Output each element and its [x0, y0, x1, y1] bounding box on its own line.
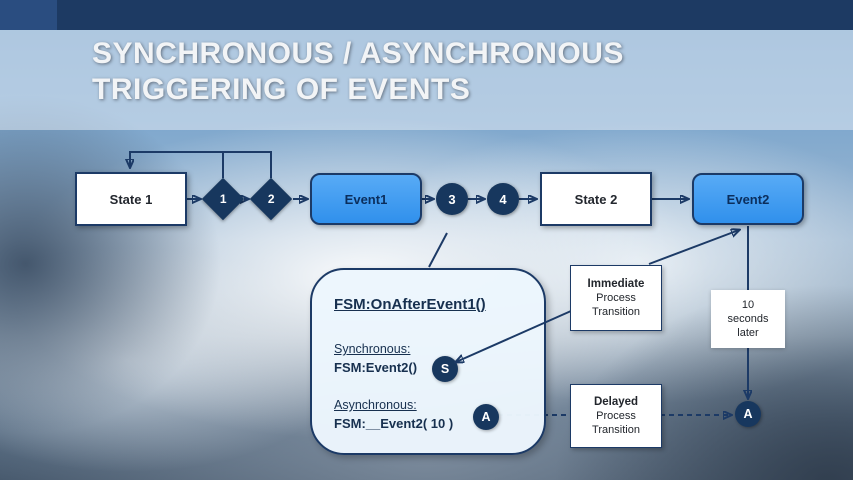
step3-label: 3: [448, 191, 456, 207]
delayed-marker-label: A: [743, 407, 753, 421]
slide-title-line2: TRIGGERING OF EVENTS: [92, 73, 471, 106]
top-bar: [0, 0, 853, 30]
state2-box: State 2: [540, 172, 652, 226]
delay-note-line2: seconds: [727, 313, 769, 325]
state2-label: State 2: [574, 191, 618, 207]
delayed-marker-circle: A: [735, 401, 761, 427]
immediate-note: Immediate Process Transition: [570, 265, 662, 331]
title-band: [0, 30, 853, 130]
callout-heading: FSM:OnAfterEvent1(): [334, 296, 486, 313]
step3-circle: 3: [436, 183, 468, 215]
delay-note-line1: 10: [741, 299, 755, 311]
asynchronous-label: Asynchronous:: [334, 398, 417, 412]
event1-box: Event1: [310, 173, 422, 225]
slide-title-line1: SYNCHRONOUS / ASYNCHRONOUS: [92, 37, 624, 70]
step2-label: 2: [267, 192, 275, 206]
sync-marker-label: S: [440, 362, 450, 376]
immediate-note-title: Immediate: [587, 278, 645, 290]
delayed-note-line3: Transition: [592, 424, 640, 436]
delayed-note-line2: Process: [596, 410, 636, 422]
state1-box: State 1: [75, 172, 187, 226]
top-bar-accent: [0, 0, 57, 30]
event2-box: Event2: [692, 173, 804, 225]
slide-title: SYNCHRONOUS / ASYNCHRONOUS TRIGGERING OF…: [92, 36, 624, 108]
delayed-note: Delayed Process Transition: [570, 384, 662, 448]
async-marker-label: A: [481, 410, 491, 424]
step2-diamond: 2: [249, 177, 293, 221]
step4-circle: 4: [487, 183, 519, 215]
event1-label: Event1: [344, 191, 388, 207]
delayed-note-title: Delayed: [593, 396, 639, 408]
delay-note: 10 seconds later: [711, 290, 785, 348]
async-marker-circle: A: [473, 404, 499, 430]
step1-label: 1: [219, 192, 227, 206]
synchronous-label: Synchronous:: [334, 342, 411, 356]
delay-note-line3: later: [737, 327, 759, 339]
immediate-note-line3: Transition: [592, 306, 640, 318]
fsm-callout: FSM:OnAfterEvent1() Synchronous: FSM:Eve…: [310, 268, 546, 455]
connector-callout-step3: [428, 232, 448, 268]
connector-immediate-event2: [648, 230, 739, 265]
event2-label: Event2: [726, 191, 770, 207]
state1-label: State 1: [109, 191, 153, 207]
step1-diamond: 1: [201, 177, 245, 221]
immediate-note-line2: Process: [596, 292, 636, 304]
synchronous-code: FSM:Event2(): [334, 360, 418, 375]
step4-label: 4: [499, 191, 507, 207]
sync-marker-circle: S: [432, 356, 458, 382]
asynchronous-code: FSM:__Event2( 10 ): [334, 416, 454, 431]
